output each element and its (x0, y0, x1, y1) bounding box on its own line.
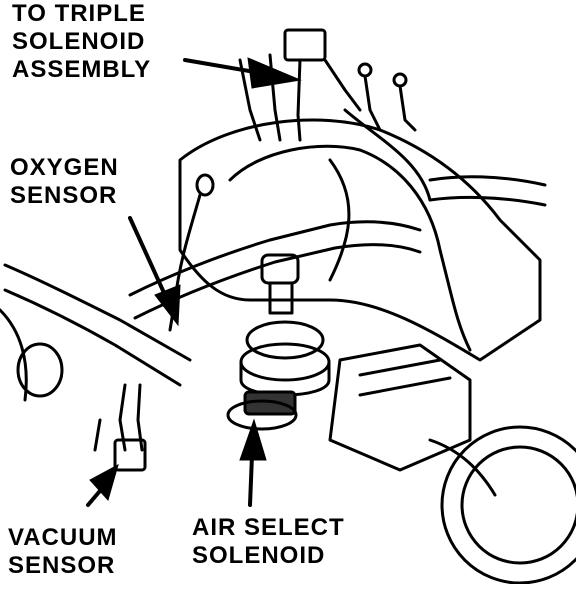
label-line: VACUUM (8, 524, 118, 551)
valve-cover (328, 343, 472, 472)
label-triple-solenoid: TO TRIPLE SOLENOID ASSEMBLY (12, 0, 151, 84)
intake-manifold (178, 118, 542, 362)
triple-solenoid-harness (238, 58, 262, 142)
pulley (440, 425, 576, 585)
hose-main (128, 220, 422, 297)
arrow-triple-solenoid (183, 58, 257, 74)
label-oxygen-sensor: OXYGEN SENSOR (10, 154, 119, 210)
arrow-oxygen-sensor (128, 216, 167, 297)
label-line: SENSOR (10, 182, 118, 209)
label-line: SENSOR (8, 552, 116, 579)
label-line: SOLENOID (192, 542, 326, 569)
label-line: OXYGEN (10, 154, 119, 181)
hose-left (3, 263, 192, 362)
label-line: ASSEMBLY (12, 56, 152, 83)
arrow-air-select (248, 453, 254, 507)
label-line: AIR SELECT (192, 514, 345, 541)
label-vacuum-sensor: VACUUM SENSOR (8, 524, 118, 580)
distributor-base (245, 320, 325, 360)
label-line: TO TRIPLE (12, 0, 146, 27)
engine-left (0, 308, 28, 402)
wiring-harness (228, 144, 472, 352)
label-line: SOLENOID (12, 28, 146, 55)
vacuum-sensor-body (113, 438, 147, 472)
label-air-select-solenoid: AIR SELECT SOLENOID (192, 514, 345, 570)
air-duct (428, 175, 547, 187)
